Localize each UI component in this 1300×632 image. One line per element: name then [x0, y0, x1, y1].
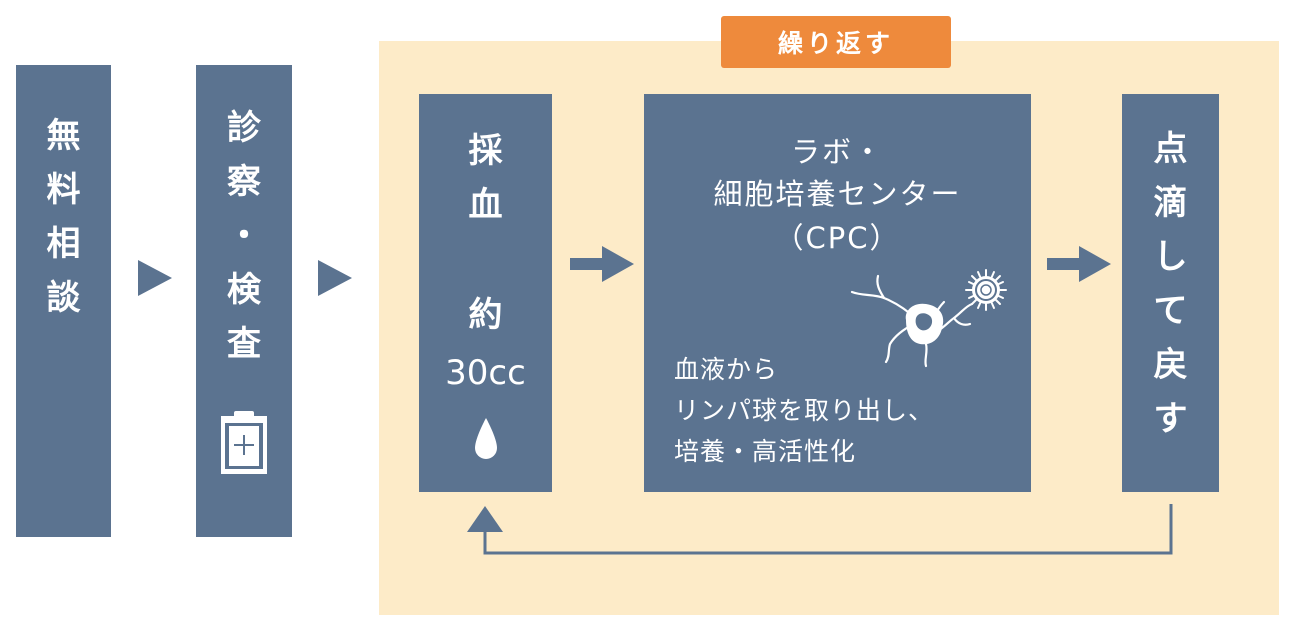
- step-blood-draw-title: 採 血: [468, 131, 503, 225]
- step-free-consultation-label: 無 料 相 談: [46, 116, 81, 318]
- triangle-arrow-icon: [318, 260, 352, 296]
- blood-amount-value: 30cc: [445, 353, 526, 393]
- cpc-desc-line2: リンパ球を取り出し、: [674, 396, 935, 425]
- cpc-title-line1: ラボ・: [790, 135, 884, 169]
- step-iv-drip-return: 点 滴 し て 戻 す: [1122, 94, 1219, 492]
- step-blood-draw: 採 血 約 30cc: [419, 94, 552, 492]
- clipboard-plus-icon: [221, 411, 267, 474]
- step-examination: 診 察 ・ 検 査: [196, 65, 292, 537]
- blood-amount-label: 約: [468, 295, 503, 335]
- cpc-desc-line3: 培養・高活性化: [674, 437, 857, 466]
- lymphocyte-cells-icon: [850, 269, 1007, 368]
- blood-drop-icon: [475, 418, 497, 459]
- cpc-title-line3: （CPC）: [774, 221, 901, 255]
- cpc-desc-line1: 血液から: [674, 355, 779, 384]
- cpc-title-line2: 細胞培養センター: [713, 177, 962, 211]
- repeat-label: 繰り返す: [721, 16, 951, 68]
- return-loop-arrow: [467, 504, 1173, 555]
- step-examination-label: 診 察 ・ 検 査: [227, 108, 261, 364]
- step-cell-culture-center: ラボ・ 細胞培養センター （CPC） 血液から: [644, 94, 1031, 492]
- step-free-consultation: 無 料 相 談: [16, 65, 111, 537]
- step-iv-drip-label: 点 滴 し て 戻 す: [1153, 129, 1188, 439]
- arrow-right-icon: [1047, 246, 1111, 282]
- triangle-arrow-icon: [138, 260, 172, 296]
- arrow-right-icon: [570, 246, 634, 282]
